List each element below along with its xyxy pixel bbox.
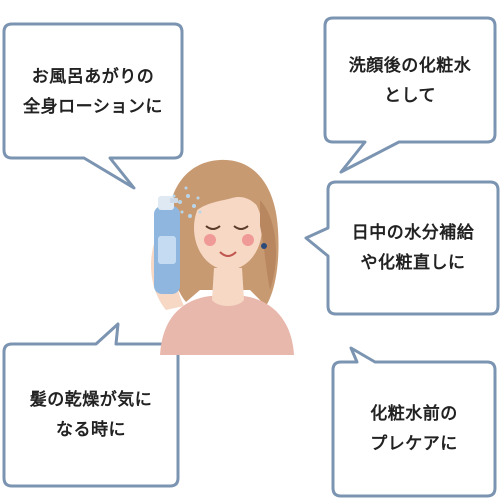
right-eye	[233, 225, 249, 230]
bubble-line: なる時に	[56, 420, 126, 440]
left-eye	[205, 225, 221, 230]
bubble-line: お風呂あがりの	[31, 67, 155, 87]
bubble-text-after-bath: お風呂あがりの 全身ローションに	[6, 30, 180, 154]
smile	[219, 251, 237, 257]
right-cheek	[242, 234, 254, 246]
speech-bubble-after-wash	[323, 16, 497, 174]
bubble-line: プレケアに	[370, 434, 458, 454]
face	[194, 186, 262, 270]
hair-side	[260, 200, 276, 290]
speech-bubble-after-bath	[2, 22, 184, 190]
top-garment	[160, 296, 294, 355]
spray-bottle-label	[158, 236, 176, 264]
bubble-line: 洗顔後の化粧水	[348, 56, 472, 76]
bubble-text-hair-dry: 髪の乾燥が気に なる時に	[6, 348, 176, 482]
bubble-line: 髪の乾燥が気に	[29, 390, 153, 410]
bubble-line: 全身ローションに	[23, 97, 163, 117]
bubble-text-pre-makeup: 化粧水前の プレケアに	[335, 366, 493, 492]
mist-spray	[172, 186, 202, 218]
woman-spraying-mist-illustration	[151, 159, 294, 355]
bubble-line: 日中の水分補給	[351, 223, 475, 243]
neck	[212, 268, 244, 306]
earring	[261, 243, 267, 249]
left-cheek	[204, 234, 216, 246]
spray-bottle-nozzle	[170, 198, 178, 203]
bubble-line: や化粧直しに	[360, 253, 466, 273]
speech-bubble-pre-makeup	[331, 346, 497, 498]
hair-bangs	[190, 171, 267, 220]
bubble-line: 化粧水前の	[370, 404, 458, 424]
speech-bubble-moisture	[304, 180, 500, 316]
bubble-line: として	[384, 86, 436, 106]
bubble-text-after-wash: 洗顔後の化粧水 として	[327, 24, 493, 138]
bubble-text-moisture: 日中の水分補給 や化粧直しに	[332, 186, 494, 310]
